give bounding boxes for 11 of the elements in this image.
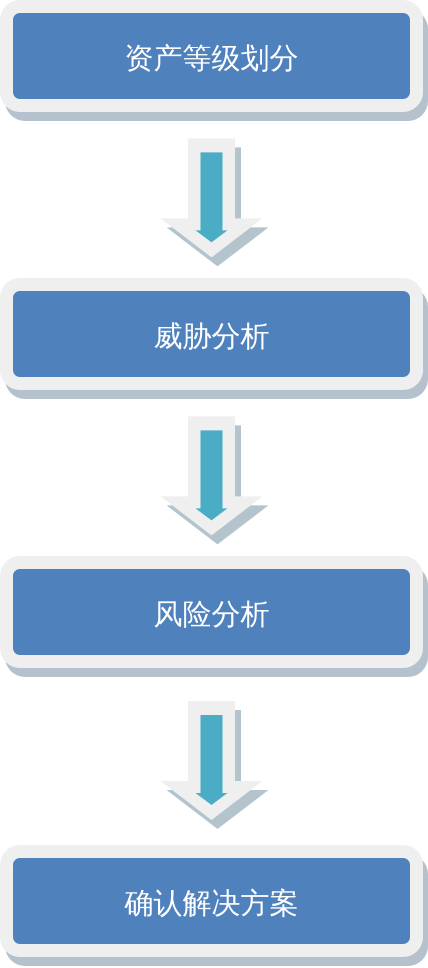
step-label: 风险分析 [154,596,270,632]
block-arrow [160,701,268,829]
process-box [0,278,428,399]
process-box [0,845,428,966]
step-label: 确认解决方案 [124,886,298,920]
block-arrow [160,138,268,266]
process-box [0,0,428,121]
process-box [0,556,428,677]
block-arrow [160,416,268,544]
step-label: 资产等级划分 [124,40,298,76]
step-label: 威胁分析 [154,318,270,354]
